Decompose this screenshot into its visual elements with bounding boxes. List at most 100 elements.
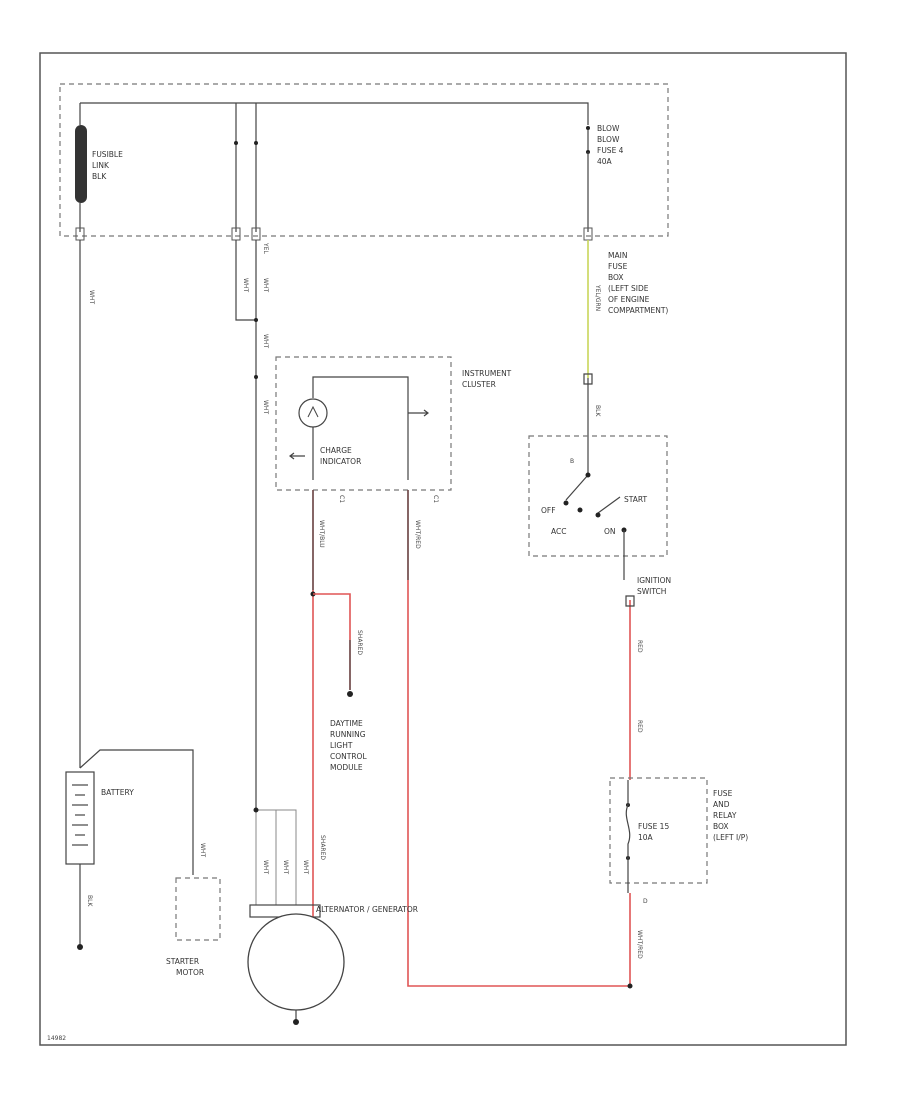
fusible-link-label-3: BLK <box>92 172 107 181</box>
alt-wire-2 <box>256 809 277 905</box>
fusible-link <box>75 103 87 232</box>
drl-module-label-1: DAYTIME <box>330 719 363 728</box>
fuse-15-label-2: 10A <box>638 833 654 842</box>
fuse-relay-box-label-3: RELAY <box>713 811 737 820</box>
switch-on-label: ON <box>604 527 616 536</box>
connector-mark <box>625 595 635 607</box>
ignition-switch-outline <box>528 435 668 557</box>
blow-fuse-label-4: 40A <box>597 157 613 166</box>
fuse-relay-box-label-5: (LEFT I/P) <box>713 833 748 842</box>
main-fuse-box-label-4: (LEFT SIDE <box>608 284 649 293</box>
main-fuse-box-label-6: COMPARTMENT) <box>608 306 668 315</box>
wire-label-alt-1: WHT <box>262 860 269 874</box>
alternator-symbol <box>247 913 345 1011</box>
fuse-relay-box-label-2: AND <box>713 800 730 809</box>
ground-dot <box>77 944 83 950</box>
connector-marks <box>75 227 593 241</box>
instrument-cluster-outline <box>275 356 452 491</box>
wire-label-shared: SHARED <box>356 630 363 655</box>
top-bus-wire <box>80 102 589 232</box>
main-fuse-box-label-2: FUSE <box>608 262 628 271</box>
wht-red-wire <box>407 490 630 987</box>
pin-label: B <box>570 458 574 465</box>
underhood-fuse-box-outline <box>59 83 669 237</box>
charge-indicator-label-1: CHARGE <box>320 446 352 455</box>
wire-label-wht-blu: WHT/BLU <box>318 520 325 548</box>
blow-fuse-label-3: FUSE 4 <box>597 146 624 155</box>
starter-motor-label-1: STARTER <box>166 957 199 966</box>
alt-wire-3 <box>276 809 297 905</box>
fusible-link-label-2: LINK <box>92 161 110 170</box>
wire-label-wht-v2: WHT <box>262 400 269 414</box>
cluster-internal-wire <box>312 376 409 480</box>
wire-label-red-ign: RED <box>636 640 643 653</box>
junction-dot <box>254 375 258 379</box>
cluster-arrow <box>408 409 429 417</box>
switch-off-label: OFF <box>541 506 556 515</box>
wire-label-fusible: WHT <box>88 290 95 304</box>
ignition-switch-label-1: IGNITION <box>637 576 671 585</box>
junction-dot <box>253 807 259 813</box>
wire-label-wht-v1: WHT <box>262 334 269 348</box>
wht-wire-left <box>235 240 256 321</box>
battery-to-starter-wire <box>79 749 194 875</box>
ignition-switch-contacts <box>563 472 627 580</box>
charge-indicator-label-2: INDICATOR <box>320 457 361 466</box>
fusible-link-label-1: FUSIBLE <box>92 150 123 159</box>
junction-dot <box>254 141 258 145</box>
instrument-cluster-label-1: INSTRUMENT <box>462 369 512 378</box>
pin-label: C1 <box>432 495 439 503</box>
wire-label-wht-1: WHT <box>242 278 249 292</box>
junction-dot <box>627 983 633 989</box>
wire-label-wht-red-bottom: WHT/RED <box>636 930 643 959</box>
junction-dot <box>254 318 258 322</box>
drl-module-label-2: RUNNING <box>330 730 366 739</box>
wire-label-red-fuse: RED <box>636 720 643 733</box>
diagram-id: 14982 <box>47 1035 66 1042</box>
wire-label-yel-grn: YEL/GRN <box>594 284 601 311</box>
switch-acc-label: ACC <box>551 527 566 536</box>
generator-label: ALTERNATOR / GENERATOR <box>316 905 418 914</box>
wire-label-starter: WHT <box>199 843 206 857</box>
main-fuse-box-label-1: MAIN <box>608 251 627 260</box>
fuse-15 <box>625 780 631 893</box>
junction-dot <box>347 691 353 697</box>
diagram-frame <box>39 52 847 1046</box>
battery-symbol <box>65 771 95 865</box>
pin-label: C1 <box>338 495 345 503</box>
instrument-cluster-label-2: CLUSTER <box>462 380 496 389</box>
wire-label-wht-red: WHT/RED <box>414 520 421 549</box>
starter-motor-label-2: MOTOR <box>176 968 204 977</box>
ignition-switch-label-2: SWITCH <box>637 587 666 596</box>
battery-cells <box>72 784 88 846</box>
wire-label-blk-ground: BLK <box>86 895 93 907</box>
wire-label-alt-3: WHT <box>302 860 309 874</box>
charge-indicator-lamp <box>298 398 328 428</box>
battery-label: BATTERY <box>101 788 134 797</box>
wire-label-alt-2: WHT <box>282 860 289 874</box>
lamp-filament <box>307 405 319 418</box>
blow-fuse-label-2: BLOW <box>597 135 620 144</box>
blow-fuse-label-1: BLOW <box>597 124 620 133</box>
shared-red-wire <box>313 593 351 690</box>
blow-fuse-4 <box>586 126 590 232</box>
main-fuse-box-label-3: BOX <box>608 273 624 282</box>
wire-label-alt-shared: SHARED <box>319 835 326 860</box>
wire-label-wht-2: WHT <box>262 278 269 292</box>
fuse-relay-box-outline <box>609 777 708 884</box>
switch-start-label: START <box>624 495 648 504</box>
drl-module-label-4: CONTROL <box>330 752 367 761</box>
connector-mark <box>583 373 593 385</box>
starter-motor-outline <box>175 877 221 941</box>
drl-module-label-5: MODULE <box>330 763 363 772</box>
pin-label: D <box>643 898 648 905</box>
indicator-arrow <box>289 452 305 460</box>
fuse-15-label-1: FUSE 15 <box>638 822 669 831</box>
drl-module-label-3: LIGHT <box>330 741 353 750</box>
ground-dot <box>293 1019 299 1025</box>
wire-label-yel-top: YEL <box>262 242 269 254</box>
main-fuse-box-label-5: OF ENGINE <box>608 295 650 304</box>
wire-label-blk-sw: BLK <box>594 405 601 417</box>
junction-dot <box>234 141 238 145</box>
